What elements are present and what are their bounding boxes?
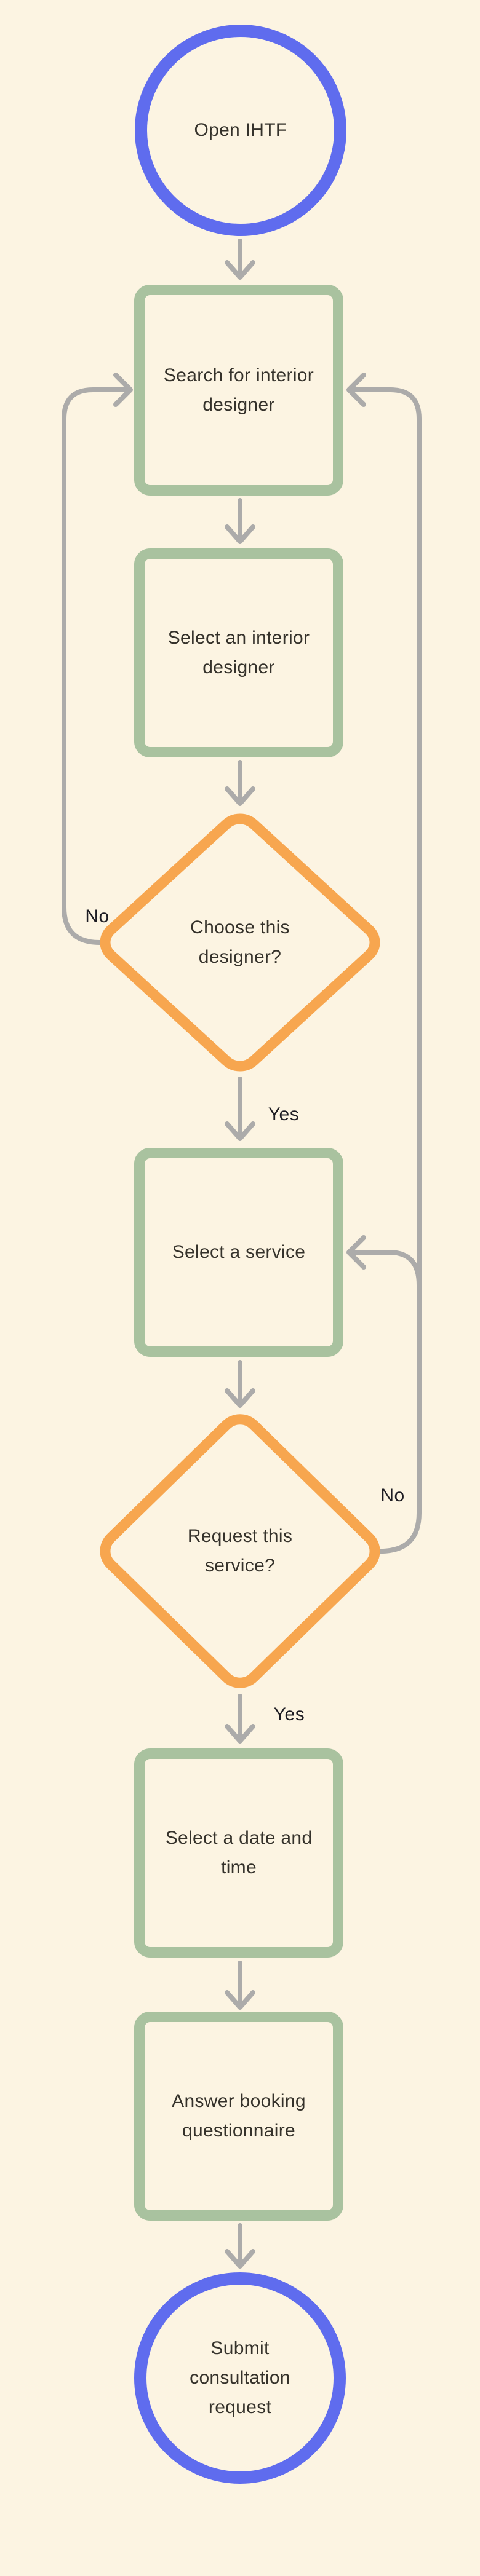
edge-select-designer-to-choose xyxy=(225,760,255,806)
start-node-label: Open IHTF xyxy=(194,120,287,140)
decision-request-service: Request this service? xyxy=(154,1492,326,1610)
process-select-date-time-label: Select a date and time xyxy=(165,1828,313,1878)
edge-choose-no-loop xyxy=(62,373,133,945)
edge-select-service-to-request xyxy=(225,1360,255,1408)
edge-date-to-questionnaire xyxy=(225,1961,255,2010)
process-search-designer-label: Search for interior designer xyxy=(163,365,314,415)
edge-choose-yes-to-select-service xyxy=(225,1077,255,1141)
process-select-designer-label: Select an interior designer xyxy=(167,628,310,678)
decision-request-service-shape xyxy=(97,1412,383,1691)
edge-label-request-yes: Yes xyxy=(273,1704,305,1725)
edge-request-yes-to-date xyxy=(225,1694,255,1744)
edge-label-request-no: No xyxy=(380,1485,405,1506)
edge-questionnaire-to-end xyxy=(225,2223,255,2269)
process-select-date-time: Select a date and time xyxy=(134,1748,343,1958)
end-node-label: Submit consultation request xyxy=(190,2338,290,2417)
process-search-designer: Search for interior designer xyxy=(134,285,343,496)
edge-request-no-loop xyxy=(346,373,422,1554)
end-node: Submit consultation request xyxy=(134,2272,346,2484)
edge-label-choose-yes: Yes xyxy=(268,1104,300,1124)
edge-search-to-select-designer xyxy=(225,498,255,544)
edge-start-to-search xyxy=(225,239,255,280)
process-booking-questionnaire: Answer booking questionnaire xyxy=(134,2012,343,2221)
decision-choose-designer: Choose this designer? xyxy=(154,883,326,1002)
edge-label-choose-no: No xyxy=(85,906,110,926)
start-node: Open IHTF xyxy=(135,25,346,236)
process-booking-questionnaire-label: Answer booking questionnaire xyxy=(172,2091,306,2141)
decision-choose-designer-shape xyxy=(97,812,383,1073)
process-select-service: Select a service xyxy=(134,1148,343,1357)
edge-request-no-branch-select-service xyxy=(346,1235,422,1287)
decision-choose-designer-label: Choose this designer? xyxy=(190,917,290,967)
process-select-service-label: Select a service xyxy=(172,1242,306,1262)
decision-request-service-label: Request this service? xyxy=(187,1526,293,1576)
process-select-designer: Select an interior designer xyxy=(134,548,343,757)
